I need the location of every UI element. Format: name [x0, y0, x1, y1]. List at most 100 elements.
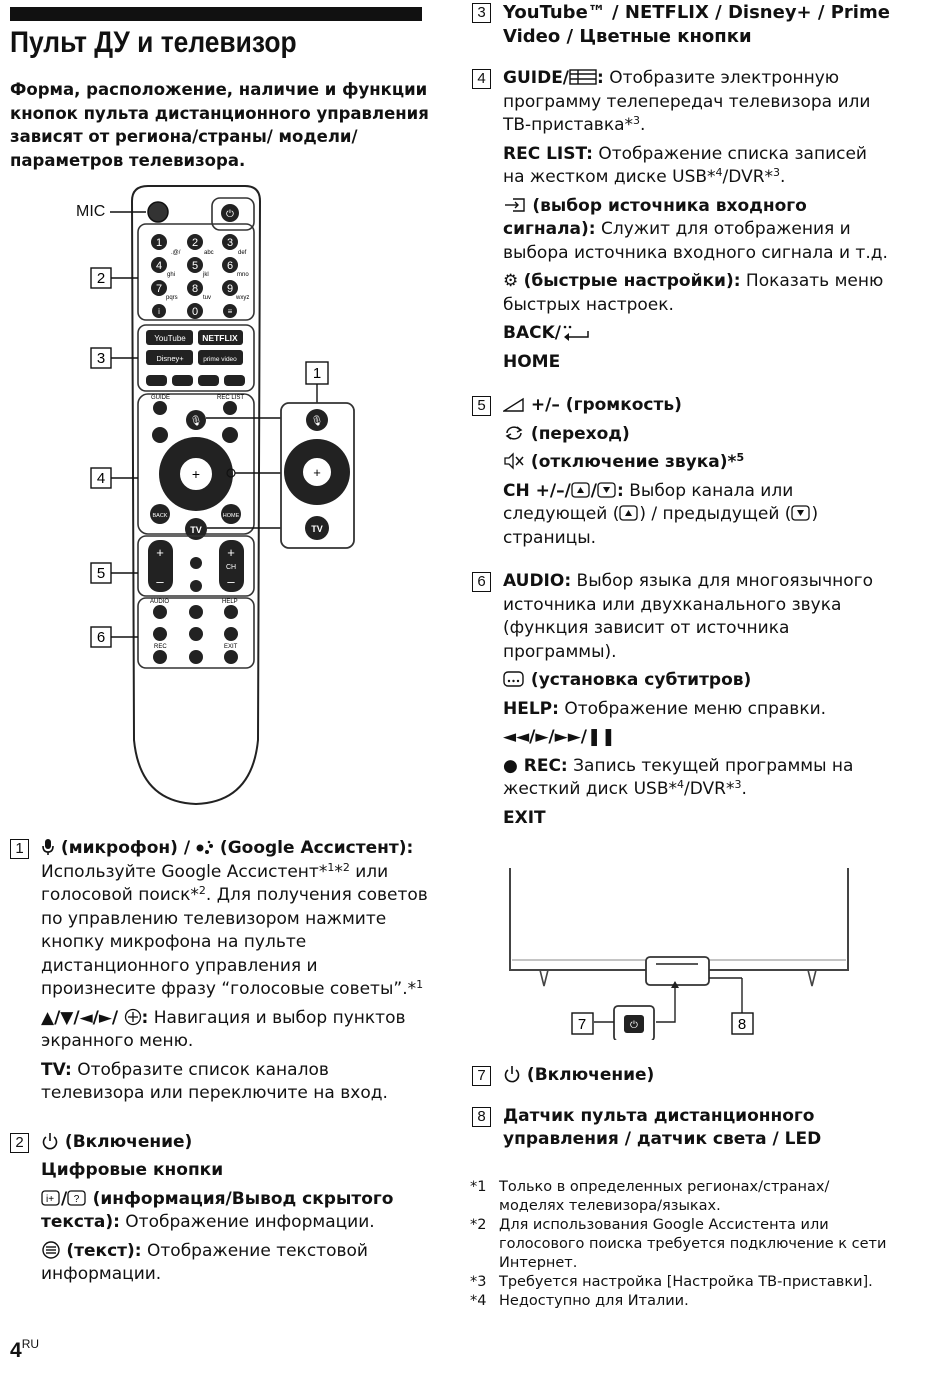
nav-text: Навигация и выбор пунктов экранного меню…	[41, 1007, 406, 1052]
page-number-value: 4	[10, 1339, 22, 1362]
svg-text:4: 4	[97, 470, 105, 487]
audio-label: AUDIO	[150, 599, 169, 605]
numpad-key: 3	[227, 237, 233, 249]
svg-text:i+: i+	[46, 1194, 54, 1205]
section-number: 8	[472, 1106, 491, 1127]
section-number: 4	[472, 69, 491, 89]
svg-text:5: 5	[97, 565, 105, 582]
ch-text: ) страницы.	[503, 504, 819, 548]
numpad-key: 5	[192, 260, 198, 272]
quick-settings-title: (быстрые настройки):	[523, 271, 741, 291]
ch-text: ) / предыдущей (	[639, 504, 792, 524]
footnote-mark: *4	[470, 1293, 487, 1309]
back-arrow-icon	[563, 325, 589, 341]
numpad-key: 4	[156, 260, 162, 272]
netflix-button: NETFLIX	[202, 333, 238, 343]
guide-text: Отобразите электронную программу телепер…	[503, 68, 871, 135]
ch-key: CH +/–/	[503, 480, 571, 501]
key-letters: pqrs	[166, 295, 178, 301]
svg-text:+: +	[227, 545, 235, 560]
youtube-button: YouTube	[154, 334, 186, 343]
numpad-key: 7	[156, 283, 162, 295]
page-lang: RU	[21, 1337, 40, 1351]
color-button-green	[172, 375, 193, 386]
numpad-key: 6	[227, 260, 233, 272]
power-title: (Включение)	[64, 1131, 193, 1152]
numpad-key: 1	[156, 237, 162, 249]
header-bar	[10, 7, 422, 21]
media-keys: ◄◄/►/►►/❚❚	[503, 727, 616, 747]
svg-text:+: +	[156, 545, 164, 560]
svg-text:–: –	[156, 574, 164, 589]
nav-keys: ▲/▼/◄/►/	[41, 1007, 119, 1028]
back-key: BACK/	[503, 323, 561, 343]
tv-frame	[509, 868, 849, 971]
numpad: 1 2 3 4 5 6 7 8 9 i 0 ≡ .@/ abc def ghi …	[151, 234, 249, 319]
google-assistant-title: (Google Ассистент):	[219, 838, 414, 858]
back-label: BACK	[153, 513, 168, 519]
right-column: 3 YouTube™ / NETFLIX / Disney+ / Prime V…	[472, 1, 892, 835]
svg-text:+: +	[192, 466, 200, 482]
mic-title: (микрофон) /	[60, 838, 191, 858]
guide-label: GUIDE	[151, 395, 170, 401]
section-number: 7	[472, 1066, 491, 1086]
section-1-text: Используйте Google Ассистент*	[41, 861, 328, 882]
svg-text:3: 3	[97, 350, 105, 367]
tv-sensor-box	[645, 956, 710, 986]
key-letters: mno	[237, 272, 249, 278]
footnote-ref: 4	[715, 166, 723, 179]
callout-6: 6	[90, 626, 138, 648]
remote-power-button	[221, 204, 239, 222]
svg-text:⏻: ⏻	[226, 209, 234, 220]
power-icon	[504, 1066, 520, 1083]
key-letters: jkl	[202, 272, 209, 278]
home-label: HOME	[223, 513, 240, 519]
text-text: Отображение текстовой информации.	[41, 1240, 368, 1285]
footnote-mark: *2	[470, 1217, 487, 1233]
left-column: 1 (микрофон) / (Google Ассистент): Испол…	[10, 837, 430, 1292]
section-2: 2 (Включение) Цифровые кнопки i+/? (инфо…	[10, 1131, 430, 1287]
channel-rocker	[219, 540, 244, 592]
tv-key: TV:	[41, 1059, 72, 1080]
home-key: HOME	[503, 351, 561, 372]
svg-text:≡: ≡	[228, 307, 233, 316]
page-subtitle: Форма, расположение, наличие и функции к…	[10, 80, 429, 170]
footnote-text: Только в определенных регионах/странах/ …	[499, 1179, 830, 1214]
footnote-ref: 1	[416, 978, 424, 991]
section-1-text: *	[334, 861, 343, 882]
input-title: (выбор источника входного сигнала):	[503, 195, 807, 240]
gear-icon: ⚙	[503, 271, 519, 291]
callout-8: 8	[731, 1012, 754, 1035]
key-letters: tuv	[203, 295, 211, 301]
guide-icon	[569, 69, 597, 85]
section-3-title: YouTube™ / NETFLIX / Disney+ / Prime Vid…	[503, 2, 890, 47]
help-key: HELP:	[503, 698, 559, 719]
jump-icon	[505, 425, 523, 440]
google-assistant-icon	[196, 840, 213, 854]
exit-key: EXIT	[503, 807, 546, 828]
svg-text:⏻: ⏻	[630, 1020, 638, 1031]
mic-hole	[147, 201, 169, 223]
page-up-icon	[619, 505, 639, 521]
numpad-key: 0	[192, 306, 198, 318]
section-3: 3 YouTube™ / NETFLIX / Disney+ / Prime V…	[472, 1, 892, 48]
svg-text:🎙: 🎙	[311, 415, 324, 427]
rec-list-text: /DVR*	[722, 167, 774, 187]
mic-label: MIC	[76, 203, 106, 220]
section-number: 1	[10, 839, 29, 859]
page-number: 4RU	[10, 1337, 40, 1363]
key-letters: .@/	[171, 250, 181, 256]
svg-text:1: 1	[313, 365, 321, 382]
info-text: Отображение информации.	[125, 1212, 375, 1232]
footnote-ref: 2	[198, 884, 206, 897]
section-number: 3	[472, 3, 491, 23]
section-7-title: (Включение)	[526, 1065, 655, 1085]
footnote-ref: 5	[736, 451, 745, 464]
section-5: 5 +/– (громкость) (переход) (отключение …	[472, 394, 892, 550]
rec-list-text: Отображение списка записей на жестком ди…	[503, 143, 867, 188]
numpad-key: 8	[192, 283, 198, 295]
